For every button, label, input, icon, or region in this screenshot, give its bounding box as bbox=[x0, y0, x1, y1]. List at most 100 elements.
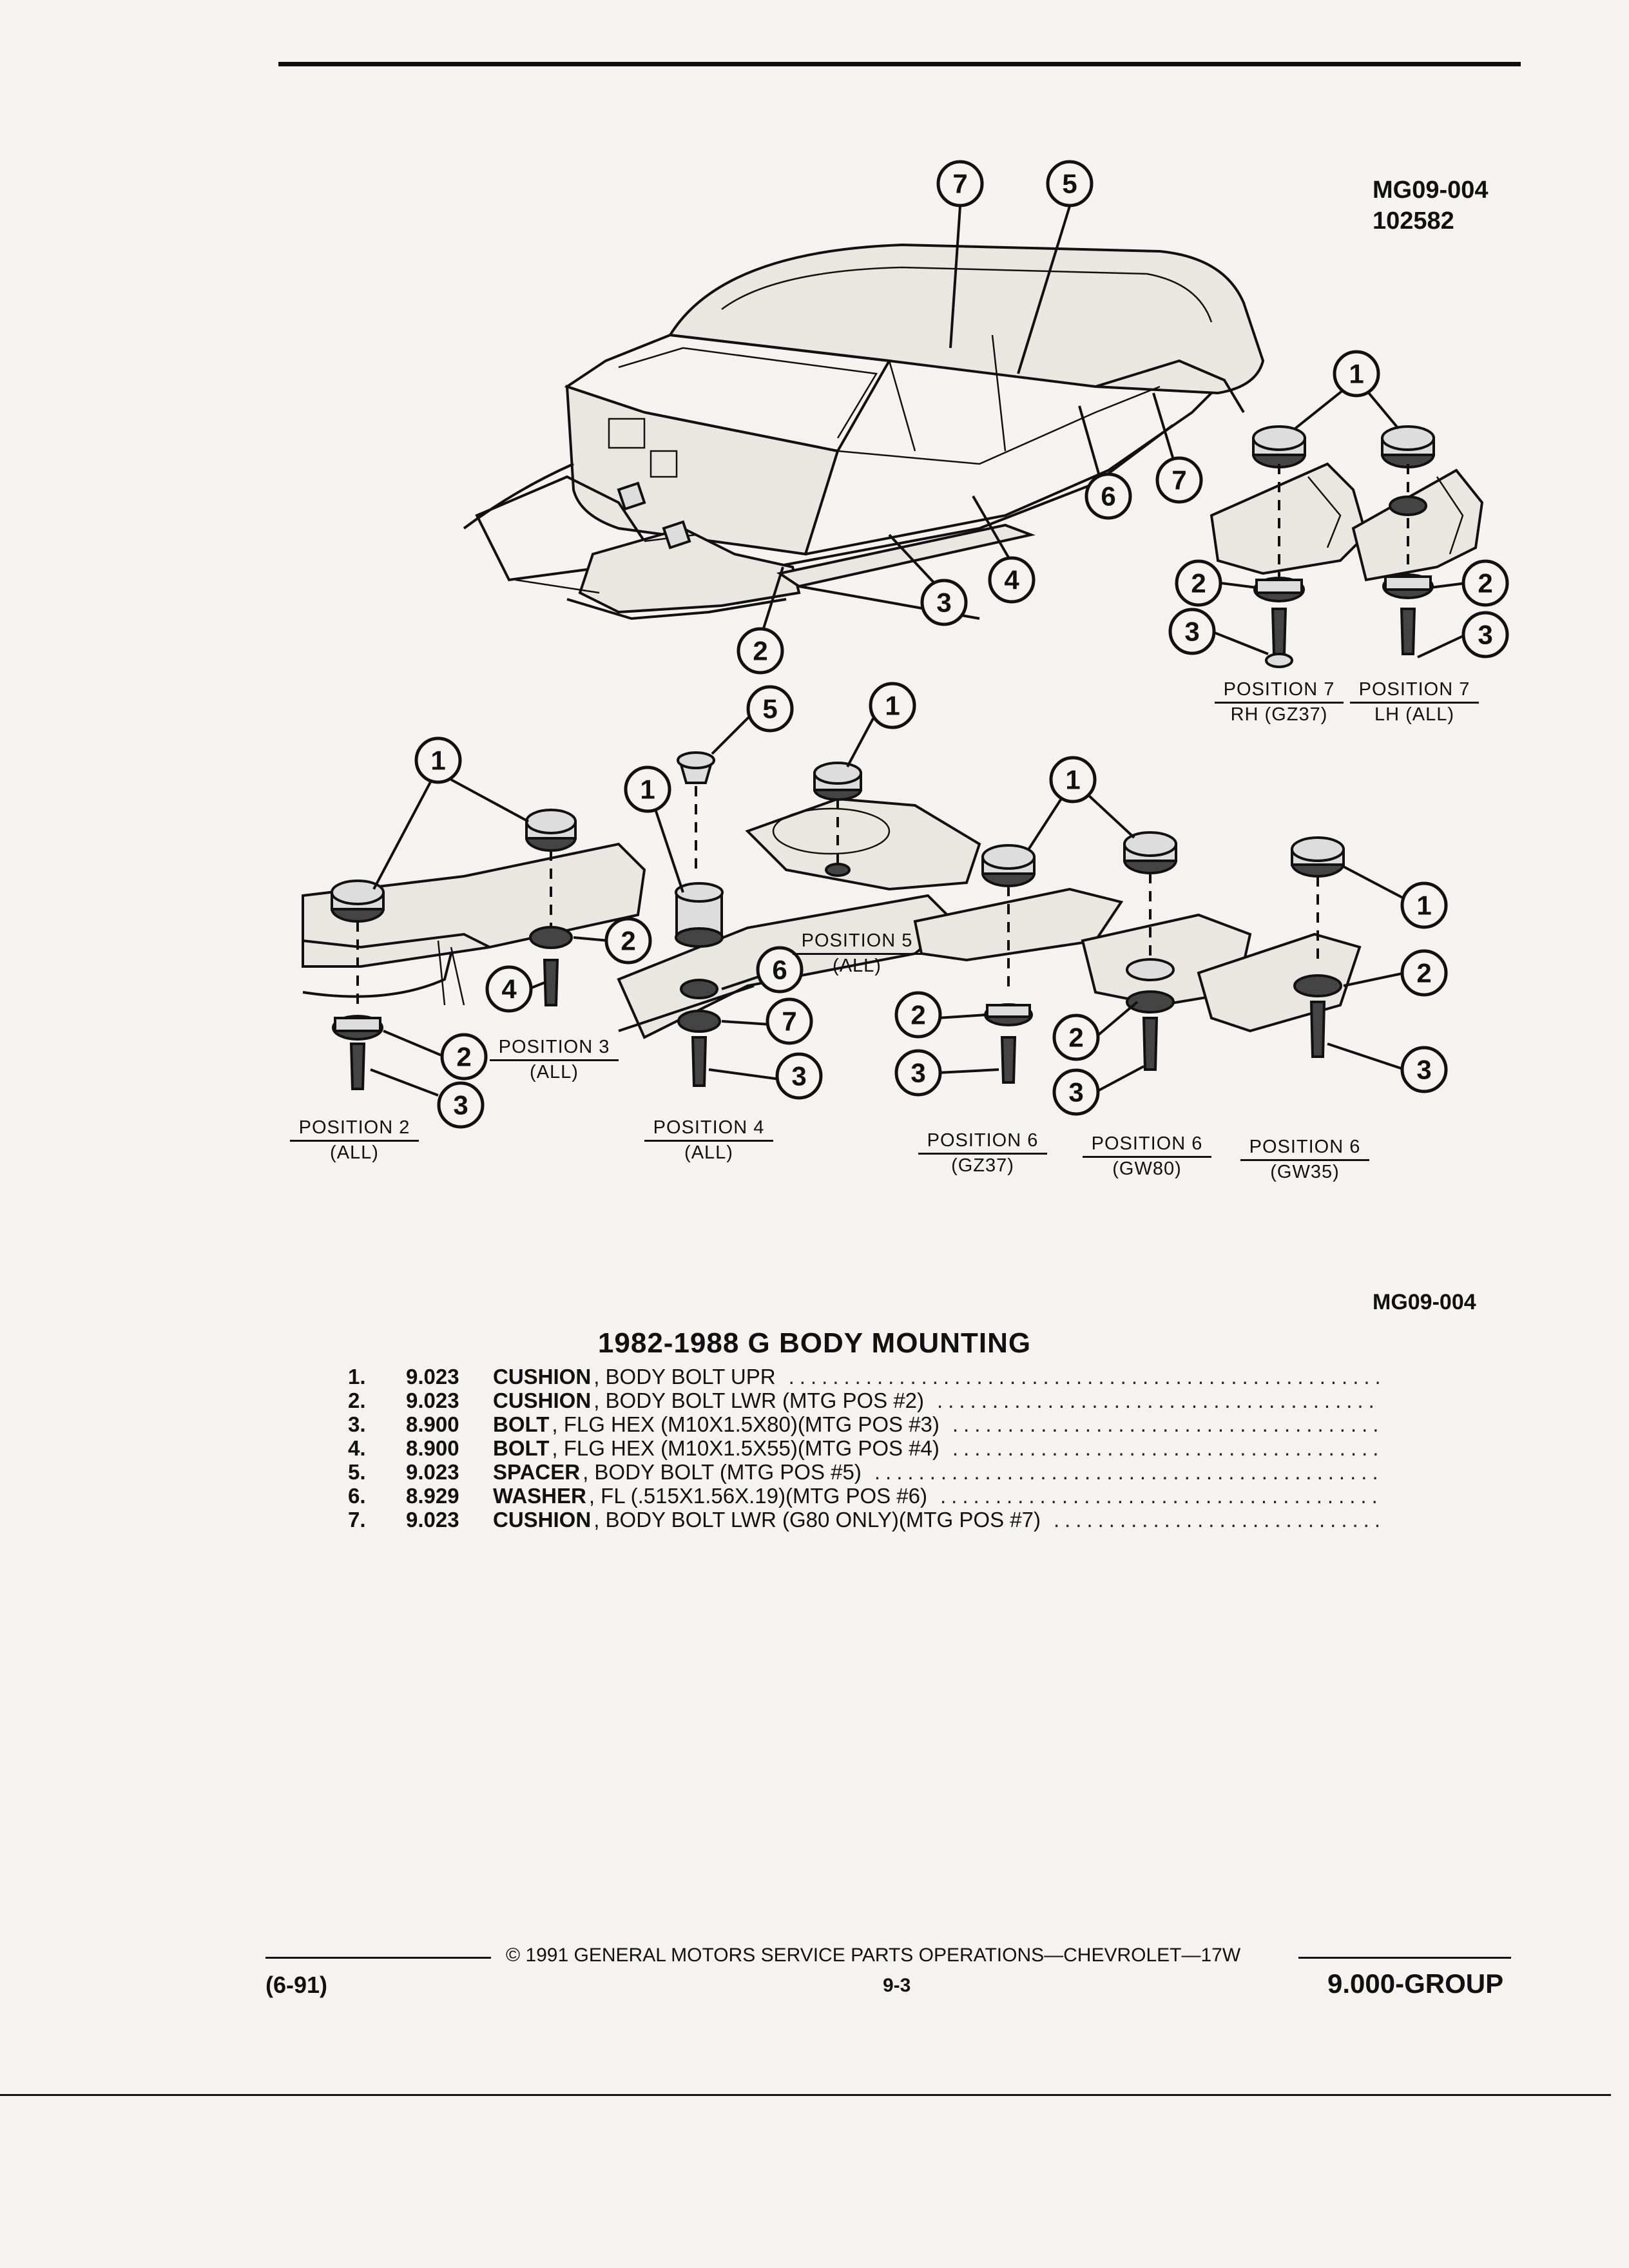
callout-2: 2 bbox=[737, 627, 784, 675]
callout-5: 5 bbox=[746, 685, 794, 733]
callout-7: 7 bbox=[766, 997, 813, 1045]
callout-number: 6 bbox=[1101, 481, 1115, 512]
leader-dots: ........................................… bbox=[1053, 1508, 1379, 1532]
group-code: 9.023 bbox=[406, 1365, 459, 1389]
leader-dots: ........................................… bbox=[940, 1484, 1379, 1508]
callout-2: 2 bbox=[1052, 1014, 1100, 1061]
car-callouts bbox=[762, 206, 1174, 629]
part-number-index: 6. bbox=[348, 1484, 366, 1508]
callout-4: 4 bbox=[485, 965, 533, 1013]
part-number-index: 4. bbox=[348, 1436, 366, 1460]
footer-rule-right bbox=[1298, 1957, 1511, 1959]
callout-3: 3 bbox=[1400, 1046, 1448, 1093]
leader-dots: ........................................… bbox=[874, 1460, 1379, 1484]
footer-rule-left bbox=[265, 1957, 491, 1959]
leader-dots: ........................................… bbox=[937, 1389, 1379, 1412]
part-number-index: 2. bbox=[348, 1389, 366, 1412]
callout-3: 3 bbox=[1461, 611, 1509, 658]
callout-number: 4 bbox=[501, 974, 517, 1004]
position-sub: (GW35) bbox=[1270, 1161, 1340, 1182]
callout-number: 7 bbox=[952, 169, 967, 199]
position-2-assembly bbox=[302, 778, 646, 1097]
position-title: POSITION 2 bbox=[290, 1117, 419, 1142]
callout-7: 7 bbox=[1155, 456, 1203, 504]
body-mounting-diagram: 7 5 6 7 4 3 2 1 2 2 3 3 1 2 4 2 3 5 1 1 … bbox=[302, 160, 1509, 1129]
part-description: , FLG HEX (M10X1.5X80)(MTG POS #3) bbox=[552, 1412, 940, 1436]
leader-dots: ........................................… bbox=[788, 1365, 1379, 1389]
position-6-assemblies bbox=[913, 794, 1405, 1093]
callout-2: 2 bbox=[1400, 949, 1448, 997]
diagram-code-bottom: MG09-004 bbox=[1373, 1290, 1476, 1314]
position-label: POSITION 6 (GZ37) bbox=[918, 1130, 1047, 1177]
group-code: 8.929 bbox=[406, 1484, 459, 1508]
position-sub: (ALL) bbox=[530, 1061, 579, 1082]
callout-number: 2 bbox=[753, 636, 767, 666]
callout-circles: 7 5 6 7 4 3 2 1 2 2 3 3 1 2 4 2 3 5 1 1 … bbox=[414, 160, 1509, 1129]
callout-number: 1 bbox=[1349, 359, 1364, 389]
callout-1: 1 bbox=[1049, 756, 1097, 803]
callout-3: 3 bbox=[775, 1052, 823, 1100]
callout-1: 1 bbox=[414, 736, 462, 784]
callout-6: 6 bbox=[1084, 472, 1132, 520]
part-number-index: 3. bbox=[348, 1412, 366, 1436]
group-code: 8.900 bbox=[406, 1436, 459, 1460]
footer-date: (6-91) bbox=[265, 1972, 328, 1998]
callout-2: 2 bbox=[1175, 559, 1222, 607]
footer-copyright: © 1991 GENERAL MOTORS SERVICE PARTS OPER… bbox=[506, 1945, 1241, 1966]
callout-2: 2 bbox=[604, 917, 652, 965]
callout-5: 5 bbox=[1046, 160, 1094, 207]
position-title: POSITION 5 bbox=[793, 930, 921, 955]
part-number-index: 7. bbox=[348, 1508, 366, 1532]
part-description: , BODY BOLT (MTG POS #5) bbox=[583, 1460, 862, 1484]
position-label: POSITION 4 (ALL) bbox=[644, 1117, 773, 1164]
diagram-date-code: 102582 bbox=[1373, 207, 1454, 235]
part-description: , FL (.515X1.56X.19)(MTG POS #6) bbox=[588, 1484, 927, 1508]
callout-number: 5 bbox=[762, 694, 777, 724]
part-number-index: 5. bbox=[348, 1460, 366, 1484]
callout-number: 2 bbox=[911, 1000, 925, 1030]
part-description: , BODY BOLT UPR bbox=[593, 1365, 776, 1389]
callout-number: 3 bbox=[936, 588, 951, 618]
part-number-index: 1. bbox=[348, 1365, 366, 1389]
position-label: POSITION 6 (GW80) bbox=[1083, 1133, 1211, 1180]
position-sub: (ALL) bbox=[330, 1142, 379, 1163]
callout-number: 1 bbox=[1065, 765, 1080, 795]
callout-number: 7 bbox=[1171, 465, 1186, 495]
position-label: POSITION 6 (GW35) bbox=[1240, 1137, 1369, 1183]
callout-number: 3 bbox=[1478, 620, 1492, 650]
callout-number: 2 bbox=[1068, 1023, 1083, 1053]
callout-number: 3 bbox=[453, 1090, 468, 1120]
footer-page-number: 9-3 bbox=[883, 1975, 911, 1996]
part-name: CUSHION bbox=[493, 1389, 592, 1412]
leader-dots: ........................................… bbox=[952, 1436, 1379, 1460]
part-name: BOLT bbox=[493, 1436, 550, 1460]
position-label: POSITION 3 (ALL) bbox=[490, 1037, 619, 1083]
part-name: CUSHION bbox=[493, 1508, 592, 1532]
callout-number: 2 bbox=[1191, 568, 1206, 599]
position-label: POSITION 2 (ALL) bbox=[290, 1117, 419, 1164]
callout-number: 6 bbox=[772, 955, 787, 985]
position-title: POSITION 6 bbox=[1240, 1137, 1369, 1161]
part-name: SPACER bbox=[493, 1460, 581, 1484]
position-label: POSITION 7 RH (GZ37) bbox=[1215, 679, 1344, 726]
position-title: POSITION 6 bbox=[1083, 1133, 1211, 1158]
callout-2: 2 bbox=[894, 991, 942, 1039]
position-sub: (GZ37) bbox=[951, 1155, 1014, 1176]
part-description: , BODY BOLT LWR (MTG POS #2) bbox=[593, 1389, 925, 1412]
parts-list-title: 1982-1988 G BODY MOUNTING bbox=[597, 1327, 1032, 1359]
part-description: , FLG HEX (M10X1.5X55)(MTG POS #4) bbox=[552, 1436, 940, 1460]
position-title: POSITION 3 bbox=[490, 1037, 619, 1061]
position-7-assemblies bbox=[1210, 389, 1484, 668]
callout-3: 3 bbox=[894, 1049, 942, 1097]
parts-list-item: 5. 9.023 SPACER, BODY BOLT (MTG POS #5)...… bbox=[348, 1460, 1379, 1484]
callout-2: 2 bbox=[1461, 559, 1509, 607]
callout-number: 1 bbox=[885, 691, 900, 721]
bottom-rule bbox=[0, 2094, 1611, 2096]
group-code: 9.023 bbox=[406, 1460, 459, 1484]
callout-3: 3 bbox=[1052, 1068, 1100, 1116]
group-code: 9.023 bbox=[406, 1508, 459, 1532]
